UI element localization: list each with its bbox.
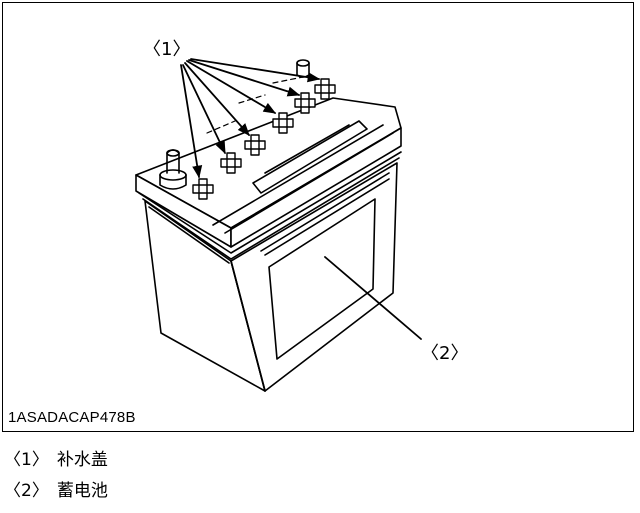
legend-text: 补水盖 xyxy=(56,450,108,470)
diagram-frame: 〈1〉 〈2〉 1ASADACAP478B xyxy=(2,2,634,432)
vent-caps xyxy=(192,78,336,200)
battery-illustration xyxy=(135,58,422,392)
legend-number: 〈2〉 xyxy=(4,481,49,501)
callout-2-label: 〈2〉 xyxy=(421,343,469,364)
callout-1-arrows xyxy=(180,58,321,179)
legend-number: 〈1〉 xyxy=(4,450,49,470)
battery-body xyxy=(135,97,402,392)
legend-item: 〈2〉蓄电池 xyxy=(4,476,108,507)
callout-2-leader xyxy=(324,256,422,340)
legend-item: 〈1〉补水盖 xyxy=(4,445,108,476)
legend-text: 蓄电池 xyxy=(56,481,108,501)
callout-1-label: 〈1〉 xyxy=(143,39,191,60)
figure-code: 1ASADACAP478B xyxy=(8,409,136,426)
legend: 〈1〉补水盖 〈2〉蓄电池 xyxy=(4,445,108,507)
